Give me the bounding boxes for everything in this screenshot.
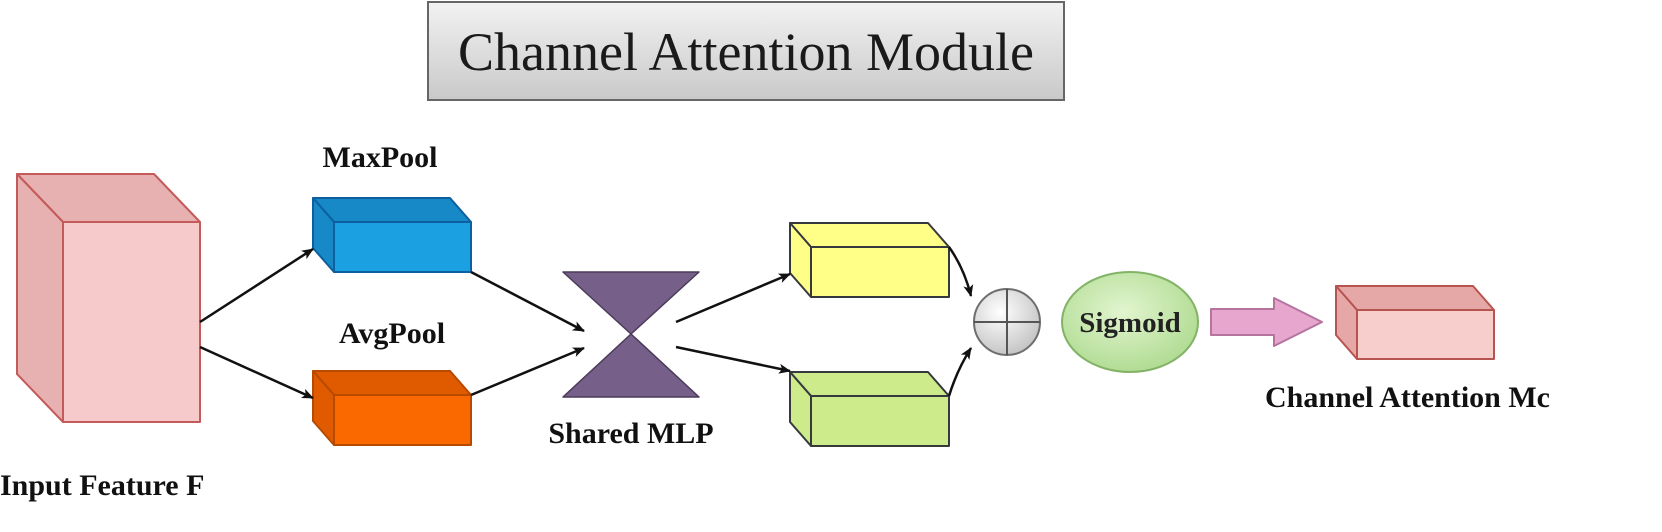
input-feature-label: Input Feature F xyxy=(0,469,204,502)
arrow-mlp-to-max-output xyxy=(675,272,791,324)
avgpool-label: AvgPool xyxy=(339,317,445,350)
arrow-max-output-to-sum xyxy=(947,246,974,297)
input-feature-cube xyxy=(16,173,201,423)
avgpool-top xyxy=(312,370,472,396)
sigmoid-label: Sigmoid xyxy=(1079,307,1181,339)
green-top xyxy=(789,371,950,397)
avgpool-block xyxy=(312,370,472,446)
block-arrow-to-output xyxy=(1210,297,1323,347)
sum-operator xyxy=(973,288,1041,356)
maxpool-top xyxy=(312,197,472,223)
diagram-title: Channel Attention Module xyxy=(458,22,1034,82)
green-front xyxy=(810,395,950,447)
input-cube-front xyxy=(62,221,201,423)
mlp-avg-output-block xyxy=(789,371,950,447)
mlp-max-output-block xyxy=(789,222,950,298)
sigmoid-node: Sigmoid xyxy=(1061,271,1199,373)
arrow-mlp-to-avg-output xyxy=(675,345,791,374)
yellow-front xyxy=(810,246,950,298)
avgpool-front xyxy=(333,394,472,446)
maxpool-front xyxy=(333,221,472,273)
output-top xyxy=(1335,285,1495,311)
arrow-input-to-maxpool xyxy=(199,247,314,324)
output-front xyxy=(1356,309,1495,360)
arrow-input-to-avgpool xyxy=(199,345,314,400)
arrow-avg-output-to-sum xyxy=(947,347,973,397)
shared-mlp-hourglass xyxy=(562,271,700,398)
maxpool-block xyxy=(312,197,472,273)
maxpool-label: MaxPool xyxy=(323,141,438,174)
output-label: Channel Attention Mc xyxy=(1265,381,1550,414)
channel-attention-output-block xyxy=(1335,285,1495,360)
arrow-maxpool-to-mlp xyxy=(470,270,585,333)
shared-mlp-label: Shared MLP xyxy=(548,417,713,450)
title-box: Channel Attention Module xyxy=(427,1,1065,101)
arrow-avgpool-to-mlp xyxy=(470,346,585,397)
yellow-top xyxy=(789,222,950,248)
